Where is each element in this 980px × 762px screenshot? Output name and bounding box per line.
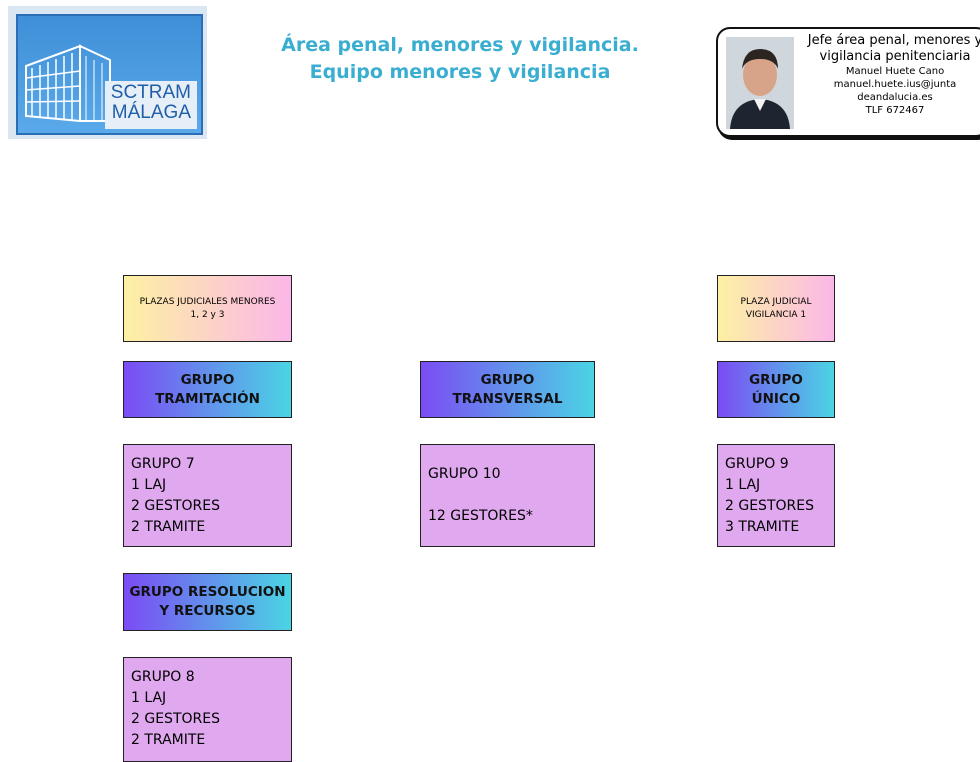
grupo-8-line-4: 2 TRAMITE bbox=[131, 732, 206, 748]
grupo-resolucion-line-1: GRUPO RESOLUCION bbox=[129, 584, 286, 600]
plazas-menores-line-1: PLAZAS JUDICIALES MENORES bbox=[139, 296, 276, 307]
grupo-9-line-4: 3 TRAMITE bbox=[725, 519, 800, 535]
grupo-7-line-3: 2 GESTORES bbox=[131, 498, 220, 514]
building-icon bbox=[25, 44, 111, 123]
plaza-vigilancia-line-2: VIGILANCIA 1 bbox=[745, 309, 807, 320]
chief-info: Jefe área penal, menores y vigilancia pe… bbox=[798, 33, 980, 117]
grupo-resolucion-line-2: Y RECURSOS bbox=[159, 603, 256, 619]
plazas-menores-line-2: 1, 2 y 3 bbox=[190, 309, 225, 320]
logo-line-2: MÁLAGA bbox=[111, 102, 191, 123]
title-line-1: Área penal, menores y vigilancia. bbox=[281, 34, 639, 56]
grupo-unico-line-2: ÚNICO bbox=[751, 390, 801, 407]
grupo-10-line-2: 12 GESTORES* bbox=[428, 508, 533, 524]
grupo-tramitacion-line-1: GRUPO bbox=[180, 371, 235, 388]
plazas-menores-box: PLAZAS JUDICIALES MENORES 1, 2 y 3 bbox=[123, 275, 292, 342]
grupo-transversal-box: GRUPO TRANSVERSAL bbox=[420, 361, 595, 418]
person-portrait-icon bbox=[726, 37, 794, 129]
grupo-9-line-3: 2 GESTORES bbox=[725, 498, 814, 514]
grupo-9-line-2: 1 LAJ bbox=[725, 477, 761, 493]
grupo-10-box: GRUPO 10 12 GESTORES* bbox=[420, 444, 595, 547]
logo-panel: SCTRAM MÁLAGA bbox=[16, 14, 203, 135]
grupo-tramitacion-box: GRUPO TRAMITACIÓN bbox=[123, 361, 292, 418]
chief-email-line-2: deandalucia.es bbox=[857, 92, 933, 103]
grupo-7-line-1: GRUPO 7 bbox=[131, 456, 195, 472]
grupo-unico-box: GRUPO ÚNICO bbox=[717, 361, 835, 418]
page-title: Área penal, menores y vigilancia. Equipo… bbox=[250, 32, 670, 86]
grupo-8-line-3: 2 GESTORES bbox=[131, 711, 220, 727]
sctram-logo: SCTRAM MÁLAGA bbox=[8, 6, 207, 139]
grupo-resolucion-box: GRUPO RESOLUCION Y RECURSOS bbox=[123, 573, 292, 631]
grupo-8-box: GRUPO 8 1 LAJ 2 GESTORES 2 TRAMITE bbox=[123, 657, 292, 762]
chief-card: Jefe área penal, menores y vigilancia pe… bbox=[716, 27, 980, 137]
grupo-7-box: GRUPO 7 1 LAJ 2 GESTORES 2 TRAMITE bbox=[123, 444, 292, 547]
chief-phone: TLF 672467 bbox=[865, 105, 925, 116]
grupo-9-box: GRUPO 9 1 LAJ 2 GESTORES 3 TRAMITE bbox=[717, 444, 835, 547]
chief-role-line-2: vigilancia penitenciaria bbox=[819, 49, 971, 64]
chief-email-line-1: manuel.huete.ius@junta bbox=[833, 79, 957, 90]
plaza-vigilancia-line-1: PLAZA JUDICIAL bbox=[740, 296, 812, 307]
chief-photo bbox=[726, 37, 794, 129]
grupo-8-line-2: 1 LAJ bbox=[131, 690, 167, 706]
title-line-2: Equipo menores y vigilancia bbox=[309, 61, 611, 83]
chief-role-line-1: Jefe área penal, menores y bbox=[807, 33, 980, 48]
plaza-vigilancia-box: PLAZA JUDICIAL VIGILANCIA 1 bbox=[717, 275, 835, 342]
grupo-10-line-1: GRUPO 10 bbox=[428, 466, 501, 482]
grupo-9-line-1: GRUPO 9 bbox=[725, 456, 789, 472]
grupo-transversal-label: GRUPO TRANSVERSAL bbox=[452, 371, 563, 407]
grupo-unico-line-1: GRUPO bbox=[749, 371, 803, 388]
grupo-8-line-1: GRUPO 8 bbox=[131, 669, 195, 685]
logo-wordmark: SCTRAM MÁLAGA bbox=[105, 81, 197, 129]
grupo-tramitacion-line-2: TRAMITACIÓN bbox=[155, 390, 260, 407]
grupo-7-line-2: 1 LAJ bbox=[131, 477, 167, 493]
grupo-7-line-4: 2 TRAMITE bbox=[131, 519, 206, 535]
logo-line-1: SCTRAM bbox=[110, 82, 191, 103]
chief-name: Manuel Huete Cano bbox=[845, 66, 945, 77]
